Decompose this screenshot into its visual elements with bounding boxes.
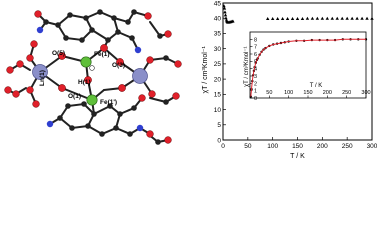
main-data-point	[360, 16, 364, 20]
inset-y-tick-label: 7	[254, 45, 257, 51]
main-data-point	[222, 4, 226, 8]
inset-plot-area	[249, 31, 367, 99]
main-y-tick-label: 25	[214, 61, 222, 68]
nitrogen-atoms	[36, 26, 144, 132]
main-data-point	[224, 16, 228, 20]
main-data-point	[270, 17, 275, 21]
main-data-point	[315, 16, 320, 20]
inset-y-tick-label: 2	[254, 81, 257, 87]
main-y-tick-label: 35	[214, 31, 222, 38]
main-y-tick-label: 10	[214, 107, 222, 114]
lanthanide-atoms	[32, 64, 148, 84]
label-o3: O(3)	[112, 62, 125, 69]
main-y-tick-label: 40	[214, 16, 222, 23]
main-data-point	[300, 17, 305, 21]
label-fe1-prime: Fe(1')	[100, 99, 117, 106]
main-x-tick-label: 200	[317, 143, 328, 150]
main-data-point	[325, 16, 329, 20]
main-x-tick-label: 150	[292, 143, 303, 150]
inset-x-axis-label: T / K	[310, 83, 323, 89]
label-o5: O(5)	[52, 50, 65, 57]
inset-y-axis-label: χT / cm³Kmol⁻¹	[244, 46, 250, 87]
crystal-structure-image: O(5) Fe(1) O(3) Ln(1) H(1) O(1) Fe(1')	[4, 9, 182, 145]
main-x-tick-label: 50	[244, 143, 252, 150]
main-data-point	[350, 16, 354, 20]
main-data-point	[335, 16, 339, 20]
main-y-tick-label: 15	[214, 92, 222, 99]
main-data-point	[285, 17, 290, 21]
main-data-point	[305, 16, 310, 20]
inset-x-tick-label: 100	[284, 90, 293, 96]
main-data-point	[223, 10, 227, 14]
main-data-point	[290, 17, 295, 21]
inset-y-tick-label: 0	[254, 96, 257, 102]
carbon-atoms	[43, 9, 169, 145]
main-data-point	[222, 6, 227, 10]
inset-x-tick-label: 200	[323, 90, 332, 96]
inset-y-tick-label: 3	[254, 74, 257, 80]
main-y-tick-label: 30	[214, 46, 222, 53]
main-data-point	[275, 17, 280, 21]
main-x-axis: 0 50 100 150 200 250 300	[221, 137, 377, 150]
inset-fit-line	[250, 38, 366, 97]
main-x-axis-label: T / K	[290, 153, 305, 160]
main-x-tick-label: 250	[342, 143, 353, 150]
main-data-point	[365, 16, 369, 20]
main-data-point	[370, 16, 374, 20]
main-data-point	[355, 16, 359, 20]
hydrogen-atoms	[89, 65, 95, 71]
inset-y-tick-label: 4	[254, 67, 257, 73]
figure: O(5) Fe(1) O(3) Ln(1) H(1) O(1) Fe(1') 0…	[4, 0, 377, 160]
main-y-tick-label: 20	[214, 76, 222, 83]
inset-x-tick-label: 50	[266, 90, 272, 96]
label-fe1: Fe(1)	[94, 51, 110, 58]
inset-x-tick-label: 150	[303, 90, 312, 96]
inset-x-tick-label: 300	[361, 90, 370, 96]
main-y-tick-label: 45	[214, 0, 222, 7]
main-data-point	[310, 16, 315, 20]
main-x-tick-label: 0	[221, 143, 225, 150]
inset-data-point	[249, 95, 252, 98]
main-data-point	[345, 16, 349, 20]
main-data-point	[231, 19, 235, 23]
main-data-point	[320, 16, 325, 20]
main-data-point	[295, 17, 300, 21]
inset-y-tick-label: 8	[254, 37, 257, 43]
main-y-tick-label: 0	[217, 137, 221, 144]
main-data-point	[223, 13, 228, 17]
label-ln1: Ln(1)	[39, 70, 46, 86]
main-x-tick-label: 300	[367, 143, 377, 150]
iron-atoms	[80, 56, 98, 106]
main-data-point	[280, 17, 285, 21]
main-x-tick-label: 100	[267, 143, 278, 150]
main-y-axis-label: χT / cm³Kmol⁻¹	[202, 46, 209, 94]
main-data-point	[330, 16, 334, 20]
inset-y-tick-label: 1	[254, 89, 257, 95]
main-data-point	[340, 16, 344, 20]
main-y-tick-label: 5	[217, 122, 221, 129]
inset-y-tick-label: 6	[254, 52, 257, 58]
main-series-triangles	[222, 4, 374, 24]
label-o1: O(1)	[68, 93, 81, 100]
label-h1: H(1)	[78, 79, 91, 86]
inset-x-tick-label: 250	[342, 90, 351, 96]
inset-x-axis: 50 100 150 200 250 300	[266, 90, 371, 98]
oxygen-atoms	[4, 10, 182, 144]
main-y-axis: 0 5 10 15 20 25 30 35 40 45	[214, 0, 226, 144]
main-data-point	[266, 17, 270, 21]
